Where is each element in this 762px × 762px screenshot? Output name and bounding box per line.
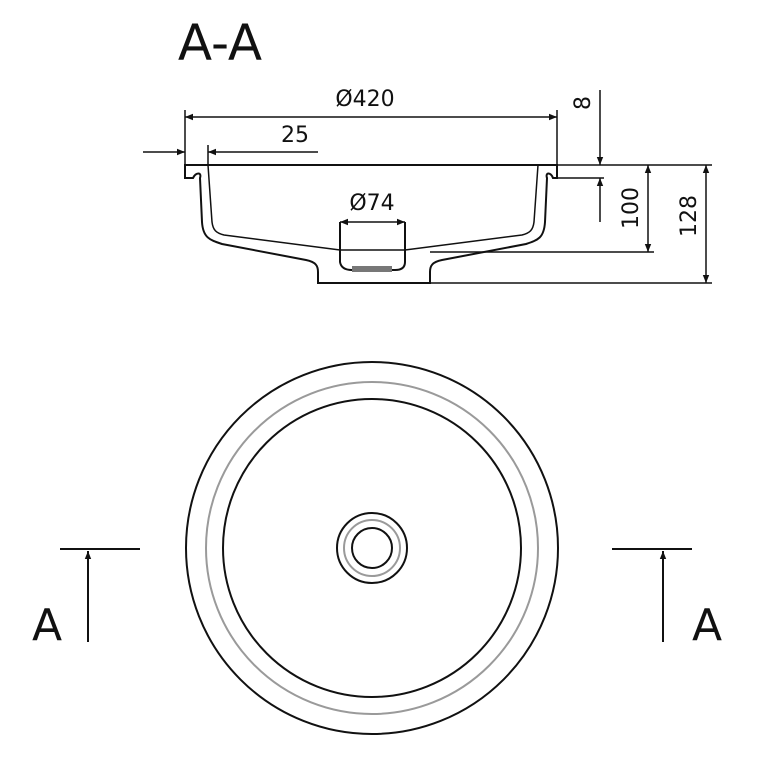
plan-view: A A — [32, 361, 722, 735]
dimension-total-height: 128 — [677, 195, 702, 237]
drain-outer — [336, 512, 408, 584]
dimension-rim-width: 25 — [281, 123, 309, 148]
dimension-rim-thickness: 8 — [571, 96, 596, 110]
basin-inner-profile — [207, 164, 539, 251]
dimension-overall-diameter: Ø420 — [335, 87, 394, 112]
section-title: A-A — [178, 14, 262, 72]
section-marker-right: A — [692, 600, 722, 651]
drain-inner — [351, 527, 393, 569]
basin-bowl — [222, 398, 522, 698]
basin-rim-edge — [205, 381, 539, 715]
basin-outer-rim — [185, 361, 559, 735]
section-marker-left: A — [32, 600, 62, 651]
drain-body — [339, 222, 406, 271]
dimension-bowl-depth: 100 — [619, 187, 644, 229]
dimension-drain-diameter: Ø74 — [349, 191, 394, 216]
basin-outer-profile — [184, 164, 558, 284]
drain-outlet — [352, 266, 392, 272]
drain-ring — [343, 519, 401, 577]
section-view: Ø420 25 8 100 128 Ø74 — [143, 87, 712, 284]
